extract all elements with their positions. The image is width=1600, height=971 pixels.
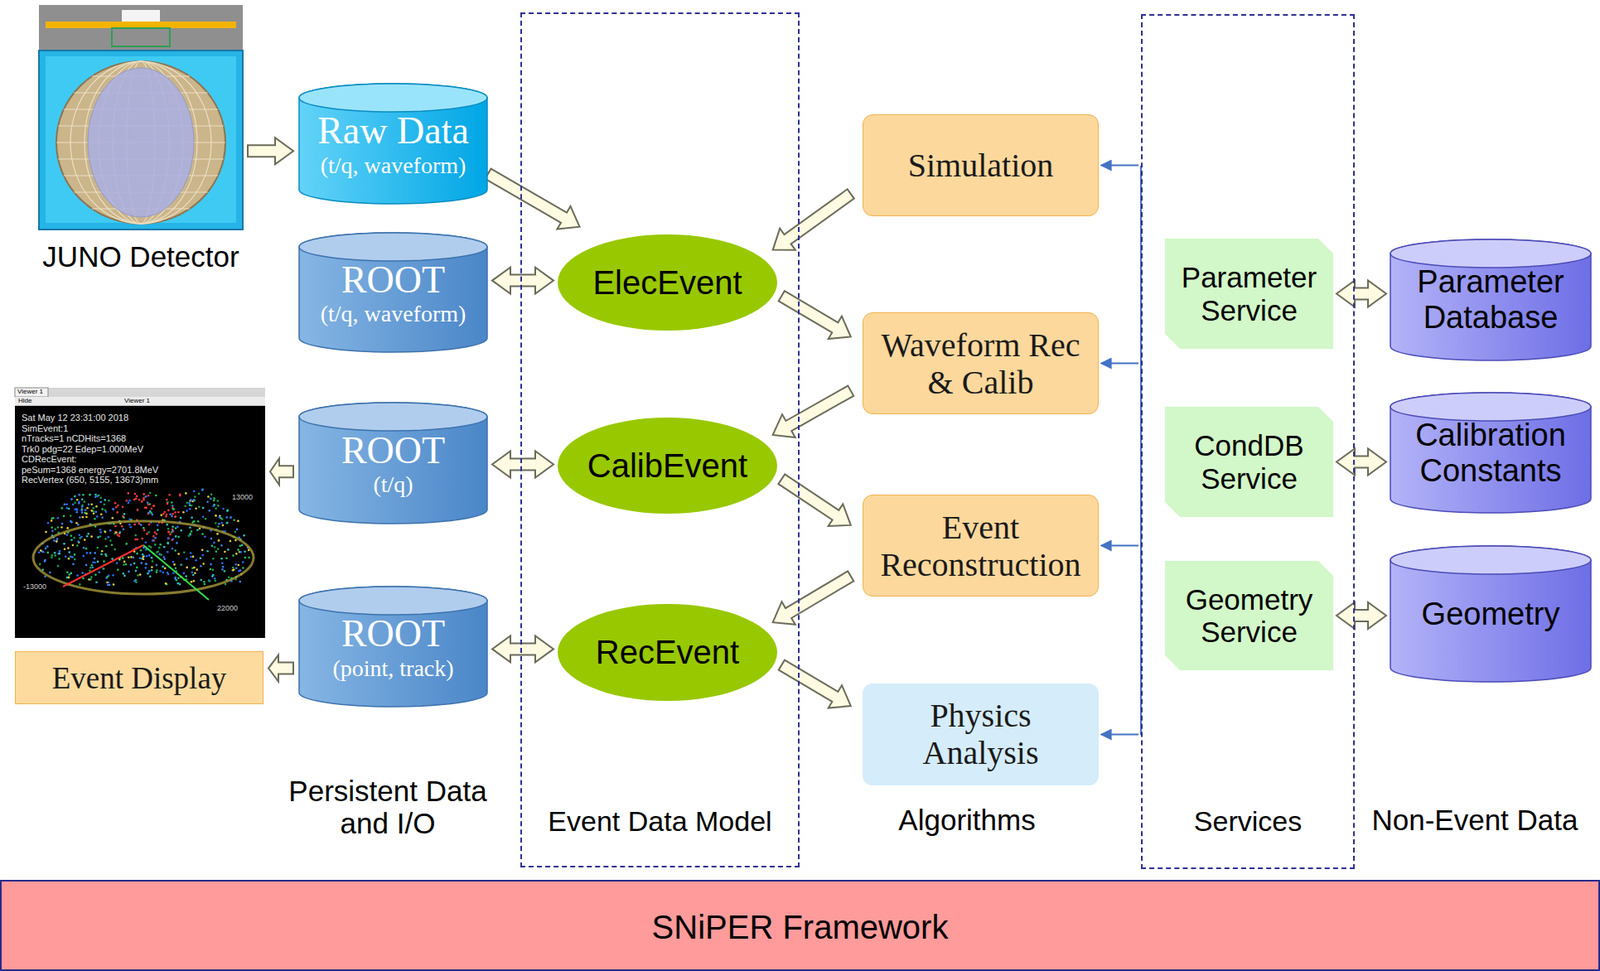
node-text: ROOT (341, 612, 445, 656)
node-text: Event Display (52, 661, 228, 696)
screen-text: RecVertex (650, 5155, 13673)mm (21, 474, 159, 485)
screen-text: peSum=1368 energy=2701.8MeV (21, 464, 159, 475)
node-text: Geometry Service (1174, 583, 1324, 648)
node-text: Parameter Service (1174, 261, 1324, 326)
event-ellipse: ElecEvent (557, 234, 778, 331)
event-display-screenshot: Viewer 1HideViewer 1Sat May 12 23:31:00 … (14, 387, 266, 639)
block-arrow (485, 169, 581, 230)
detector-figure: JUNO Detector (38, 4, 243, 230)
block-arrow (1336, 280, 1387, 308)
node-text: Calibration Constants (1399, 417, 1582, 489)
database-cylinder: Parameter Database (1389, 239, 1592, 361)
block-arrow (1336, 602, 1387, 629)
block-arrow (270, 458, 294, 485)
framework-band: SNiPER Framework (0, 879, 1600, 971)
event-ellipse: CalibEvent (557, 417, 778, 514)
group-heading: Event Data Model (522, 805, 798, 837)
block-arrow (778, 473, 851, 527)
service-arrow (1101, 164, 1139, 167)
analysis-box: Physics Analysis (862, 683, 1099, 786)
column-label: Algorithms (859, 803, 1075, 837)
service-arrow (1101, 545, 1139, 547)
screen-text: Viewer 1 (17, 388, 44, 397)
event-display-box: Event Display (14, 651, 264, 705)
root-file-cylinder: ROOT(point, track) (298, 586, 489, 707)
service-arrow (1101, 362, 1139, 365)
service-box: Geometry Service (1164, 560, 1334, 671)
screen-text: Viewer 1 (124, 397, 150, 406)
detector-illustration (38, 4, 243, 230)
screen-text: 22000 (217, 604, 238, 614)
block-arrow (492, 267, 554, 295)
node-text: Parameter Database (1399, 264, 1582, 335)
event-ellipse: RecEvent (557, 604, 778, 701)
algorithm-box: Event Reconstruction (862, 494, 1099, 597)
node-text: (t/q, waveform) (320, 152, 467, 179)
group-heading: Services (1142, 805, 1354, 837)
node-text: (point, track) (332, 655, 454, 682)
figure-caption: JUNO Detector (14, 240, 268, 273)
screen-text: Hide (18, 397, 32, 406)
algorithm-box: Waveform Rec & Calib (862, 312, 1099, 415)
node-text: (t/q) (372, 471, 413, 498)
dashed-group: Event Data Model ElecEventCalibEventRecEv… (520, 12, 800, 868)
node-text: Geometry (1421, 596, 1561, 633)
screen-text: 13000 (232, 493, 253, 503)
node-text: ROOT (341, 429, 445, 473)
screen-text: CDRecEvent: (21, 454, 78, 465)
root-file-cylinder: ROOT(t/q, waveform) (298, 232, 489, 353)
service-box: Parameter Service (1164, 238, 1334, 349)
block-arrow (1336, 449, 1387, 476)
node-text: Raw Data (317, 109, 469, 153)
node-text: Event Reconstruction (873, 509, 1088, 585)
node-text: SNiPER Framework (652, 908, 949, 947)
block-arrow (492, 451, 554, 479)
node-text: ElecEvent (592, 264, 742, 302)
service-arrow (1101, 734, 1139, 736)
block-arrow (773, 188, 855, 250)
block-arrow (492, 635, 554, 663)
node-text: Simulation (908, 147, 1054, 185)
node-text: Physics Analysis (872, 697, 1089, 773)
screen-text: Trk0 pdg=22 Edep=1.000MeV (21, 444, 144, 455)
raw-data-cylinder: Raw Data(t/q, waveform) (298, 83, 489, 204)
block-arrow (773, 386, 854, 438)
column-label: Persistent Data and I/O (267, 774, 508, 840)
node-text: Waveform Rec & Calib (873, 327, 1088, 402)
screen-text: Sat May 12 23:31:00 2018 (21, 412, 129, 423)
block-arrow (778, 660, 851, 709)
database-cylinder: Calibration Constants (1389, 392, 1592, 513)
node-text: ROOT (341, 258, 445, 302)
node-text: RecEvent (595, 633, 740, 672)
node-text: CondDB Service (1174, 429, 1324, 494)
algorithm-box: Simulation (862, 114, 1099, 217)
node-text: CalibEvent (587, 447, 748, 485)
block-arrow (268, 655, 294, 682)
block-arrow (247, 137, 294, 165)
column-label: Non-Event Data (1367, 803, 1583, 837)
screen-text: SimEvent:1 (21, 423, 68, 434)
node-text: (t/q, waveform) (320, 300, 467, 327)
block-arrow (778, 290, 851, 339)
root-file-cylinder: ROOT(t/q) (298, 402, 489, 524)
database-cylinder: Geometry (1389, 546, 1592, 682)
service-box: CondDB Service (1164, 406, 1334, 518)
dashed-group: Services Parameter ServiceCondDB ServiceG… (1140, 14, 1355, 870)
screen-text: nTracks=1 nCDHits=1368 (21, 433, 126, 444)
screen-text: -13000 (23, 583, 47, 592)
block-arrow (773, 570, 855, 624)
